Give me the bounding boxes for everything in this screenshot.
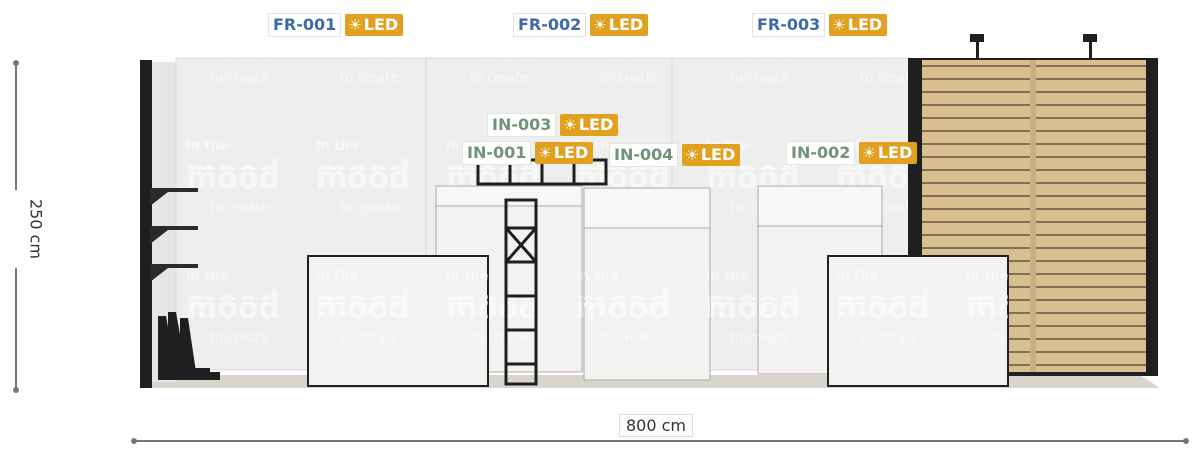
height-dimension-text: 250 cm bbox=[26, 198, 46, 260]
height-dimension-label: 250 cm bbox=[10, 190, 62, 268]
counter-front-right bbox=[827, 255, 1009, 387]
label-in-001: IN-001 ☀LED bbox=[462, 141, 594, 165]
label-fr-002: FR-002 ☀LED bbox=[513, 13, 649, 37]
sun-icon: ☀ bbox=[862, 144, 876, 162]
fixture-code: IN-004 bbox=[609, 143, 679, 167]
fixture-code: FR-001 bbox=[268, 13, 342, 37]
label-fr-001: FR-001 ☀LED bbox=[268, 13, 404, 37]
height-dim-top-cap bbox=[13, 60, 19, 66]
width-dim-left-cap bbox=[131, 438, 137, 444]
led-text: LED bbox=[578, 115, 614, 134]
led-badge: ☀LED bbox=[560, 114, 619, 136]
width-dimension-label: 800 cm bbox=[619, 414, 694, 437]
led-badge: ☀LED bbox=[590, 14, 649, 36]
seating bbox=[158, 312, 220, 380]
spotlights bbox=[970, 34, 1097, 58]
led-badge: ☀LED bbox=[535, 142, 594, 164]
label-in-003: IN-003 ☀LED bbox=[487, 113, 619, 137]
label-fr-003: FR-003 ☀LED bbox=[752, 13, 888, 37]
sun-icon: ☀ bbox=[348, 16, 362, 34]
sun-icon: ☀ bbox=[593, 16, 607, 34]
led-text: LED bbox=[847, 15, 883, 34]
fixture-code: IN-003 bbox=[487, 113, 557, 137]
counter-in-004 bbox=[583, 187, 711, 381]
sun-icon: ☀ bbox=[685, 146, 699, 164]
fixture-code: FR-002 bbox=[513, 13, 587, 37]
led-text: LED bbox=[553, 143, 589, 162]
led-badge: ☀LED bbox=[345, 14, 404, 36]
label-in-004: IN-004 ☀LED bbox=[609, 143, 741, 167]
fixture-code: FR-003 bbox=[752, 13, 826, 37]
width-dim-right-cap bbox=[1183, 438, 1189, 444]
height-dim-bottom-cap bbox=[13, 387, 19, 393]
led-text: LED bbox=[363, 15, 399, 34]
fixture-code: IN-001 bbox=[462, 141, 532, 165]
sun-icon: ☀ bbox=[832, 16, 846, 34]
sun-icon: ☀ bbox=[538, 144, 552, 162]
led-badge: ☀LED bbox=[859, 142, 918, 164]
led-text: LED bbox=[700, 145, 736, 164]
left-wall-frame bbox=[140, 60, 152, 388]
brochure-stand bbox=[504, 198, 538, 386]
led-badge: ☀LED bbox=[829, 14, 888, 36]
counter-front-left bbox=[307, 255, 489, 387]
led-badge: ☀LED bbox=[682, 144, 741, 166]
fixture-code: IN-002 bbox=[786, 141, 856, 165]
label-in-002: IN-002 ☀LED bbox=[786, 141, 918, 165]
sun-icon: ☀ bbox=[563, 116, 577, 134]
led-text: LED bbox=[877, 143, 913, 162]
shelving-unit bbox=[150, 188, 198, 282]
led-text: LED bbox=[608, 15, 644, 34]
